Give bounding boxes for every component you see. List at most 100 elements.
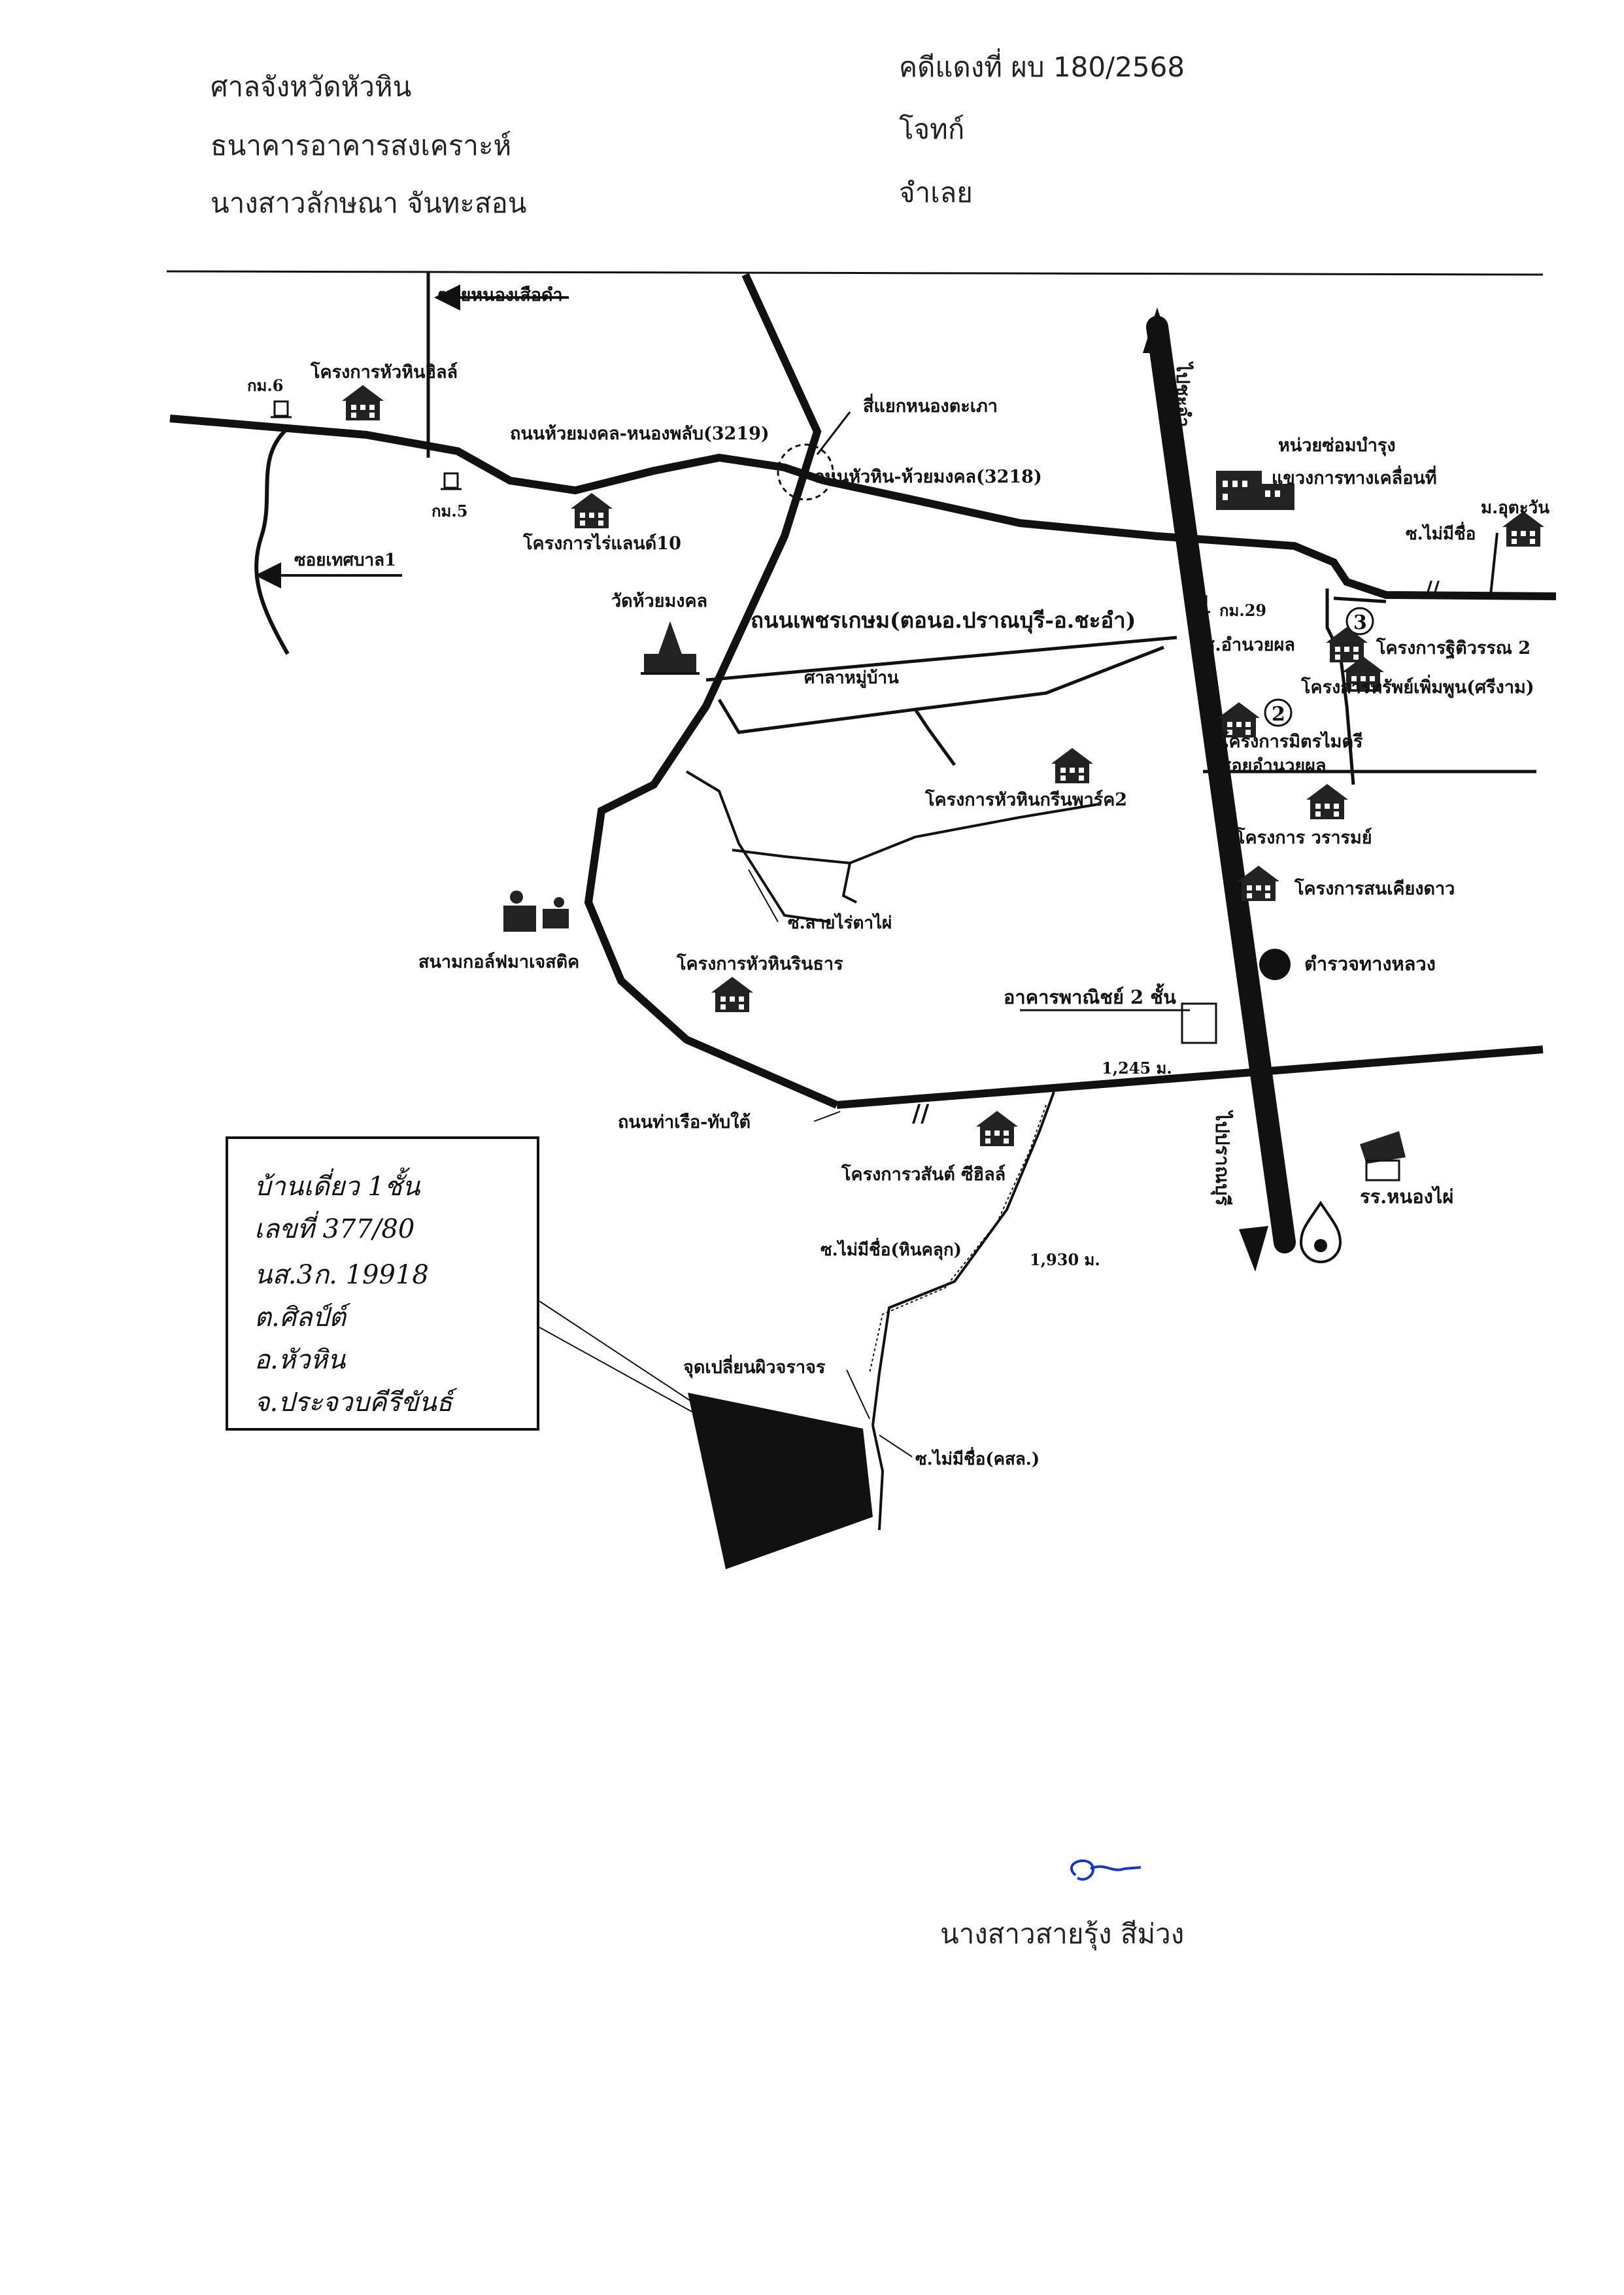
note-leader-2: [539, 1327, 694, 1413]
road-3219-label: ถนนห้วยมงคล-หนองพลับ(3219): [510, 424, 770, 444]
mit-maitri-soi-label: ซอยอำนวยผล: [1219, 756, 1327, 776]
moo-rising-sun-label: ม.อุตะวัน: [1481, 498, 1549, 518]
wasan-hills-label: โครงการวสันต์ ซีฮิลล์: [841, 1163, 1006, 1185]
distance-1930-line: [869, 1104, 1047, 1374]
road-3218-label: ถนนหัวหิน-ห้วยมงคล(3218): [814, 467, 1042, 487]
junction-leader: [816, 411, 851, 455]
right-inner-road-2: [1333, 596, 1387, 604]
plaintiff-name: ธนาคารอาคารสงเคราะห์: [211, 129, 512, 162]
waraporn-label: โครงการ วรารมย์: [1235, 826, 1372, 848]
soi-sai-rai-ta-phai-label: ซ.สายไร่ตาไผ่: [788, 912, 892, 933]
rai-land-10-label: โครงการไร่แลนด์10: [522, 532, 681, 554]
property-note-box: บ้านเดี่ยว 1ชั้น เลขที่ 377/80 นส.3ก. 19…: [226, 1136, 539, 1431]
distance-1245-line: [1053, 1072, 1230, 1086]
wasan-hills-house-icon: [976, 1111, 1018, 1146]
to-cha-am-label: ไปชะอำ: [1172, 361, 1194, 427]
soi-sai-rai-road-3: [841, 862, 857, 904]
mit-maitri-label: โครงการมิตรไมตรี: [1219, 730, 1363, 752]
school-drop-icon: [1299, 1200, 1342, 1263]
sap-phoemphun-label: โครงการทรัพย์เพิ่มพูน(ศรีงาม): [1300, 674, 1534, 698]
note-line-3: นส.3ก. 19918: [254, 1260, 429, 1290]
distance-1930-label: 1,930 ม.: [1030, 1250, 1100, 1269]
green-park-house-icon: [1051, 748, 1093, 783]
kasol-pointer: [879, 1435, 913, 1457]
tha-ruea-pointer: [813, 1111, 841, 1122]
soi-amnuay-phon-label: ซ.อำนวยผล: [1203, 635, 1295, 655]
shophouse-label: อาคารพาณิชย์ 2 ชั้น: [1004, 983, 1176, 1008]
phetkasem-road-label: ถนนเพชรเกษม(ตอนอ.ปราณบุรี-อ.ชะอำ): [751, 607, 1136, 634]
sai-rai-pointer: [748, 869, 779, 923]
court-name: ศาลจังหวัดหัวหิน: [211, 71, 412, 103]
soi-sai-rai-ta-phai-road: [685, 770, 831, 923]
phetkasem-highway: [1146, 316, 1296, 1253]
distance-1245-label: 1,245 ม.: [1102, 1059, 1172, 1078]
rin-than-house-icon: [711, 977, 753, 1012]
to-pranburi-label: ไปปราณบุรี: [1211, 1110, 1234, 1206]
golf-icon: [503, 891, 569, 932]
village-pavilion-label: ศาลาหมู่บ้าน: [804, 668, 899, 688]
road-break-mark-top: //: [1425, 577, 1440, 600]
note-line-1: บ้านเดี่ยว 1ชั้น: [254, 1172, 420, 1202]
km29-label: กม.29: [1219, 601, 1266, 620]
km5-post-icon: [439, 472, 463, 490]
soi-no-name-top-label: ซ.ไม่มีชื่อ: [1406, 521, 1476, 544]
defendant-label: จำเลย: [899, 177, 973, 209]
highways-unit-label-1: หน่วยซ่อมบำรุง: [1278, 435, 1396, 456]
circle-3-text: 3: [1353, 611, 1367, 634]
tha-ruea-road: [836, 1046, 1544, 1109]
map-top-border: [166, 270, 1544, 276]
surface-change-pointer: [846, 1369, 870, 1420]
highway-police-label: ตำรวจทางหลวง: [1304, 953, 1436, 975]
hua-hin-hills-label: โครงการหัวหินฮิลล์: [310, 361, 458, 382]
waraporn-house-icon: [1306, 784, 1348, 819]
highways-unit-label-2: แขวงการทางเคลื่อนที่: [1272, 465, 1437, 488]
defendant-name: นางสาวลักษณา จันทะสอน: [211, 187, 527, 219]
soi-thesaban1-label: ซอยเทศบาล1: [294, 551, 396, 570]
surface-change-label: จุดเปลี่ยนผิวจราจร: [683, 1354, 826, 1378]
phetkasem-label-line: [705, 636, 1177, 682]
circle-marker-2: [1264, 698, 1293, 727]
road-break-mark-bottom: //: [912, 1100, 930, 1127]
junction-nong-takao-label: สี่แยกหนองตะเภา: [863, 393, 998, 416]
tha-ruea-road-label: ถนนท่าเรือ-ทับใต้: [618, 1112, 751, 1132]
hua-hin-hills-house-icon: [342, 385, 384, 420]
hua-hin-rin-than-label: โครงการหัวหินรินธาร: [676, 953, 843, 974]
km5-label: กม.5: [431, 502, 467, 520]
soi-no-name-kasol-label: ซ.ไม่มีชื่อ(คสล.): [915, 1446, 1040, 1469]
temple-icon: [641, 621, 700, 675]
junction-nong-takao-circle: [777, 443, 834, 501]
school-building-icon: [1360, 1131, 1406, 1182]
rai-land-house-icon: [571, 493, 613, 528]
km6-post-icon: [269, 400, 293, 418]
circle-2-text: 2: [1272, 703, 1285, 726]
highways-unit-building-icon: [1216, 471, 1294, 510]
wat-huai-mongkol-label: วัดห้วยมงคล: [611, 591, 707, 611]
km6-label: กม.6: [247, 376, 283, 395]
majestic-golf-label: สนามกอล์ฟมาเจสติค: [418, 951, 579, 972]
shophouse-box: [1181, 1002, 1217, 1044]
soi-nong-suea-dam-label: ซอยหนองเสือดำ: [438, 285, 563, 305]
property-parcel: [688, 1393, 873, 1569]
note-line-4: ต.ศิลป์ต์: [254, 1302, 346, 1333]
soi-sai-rai-road-2: [732, 803, 1099, 865]
road-3219-3218: [169, 415, 1557, 600]
soi-no-name-top-road: [1489, 532, 1498, 596]
ruditwan-2-label: โครงการฐิติวรรณ 2: [1376, 637, 1531, 660]
to-cha-am-arrow: [1143, 307, 1172, 353]
kasol-road: [871, 1425, 885, 1531]
note-line-5: อ.หัวหิน: [254, 1345, 346, 1375]
pavilion-branch: [913, 708, 956, 766]
note-line-2: เลขที่ 377/80: [254, 1214, 415, 1244]
note-leader-1: [539, 1300, 694, 1403]
school-nong-phai-label: รร.หนองไผ่: [1360, 1185, 1453, 1208]
hua-hin-huai-mongkol-road: [584, 273, 839, 1109]
to-pranburi-arrow: [1239, 1226, 1268, 1272]
soi-hin-khlut-label: ซ.ไม่มีชื่อ(หินคลุก): [820, 1237, 962, 1261]
plaintiff-label: โจทก์: [899, 113, 965, 145]
circle-marker-3: [1345, 607, 1374, 636]
police-dot: [1259, 949, 1291, 980]
note-line-6: จ.ประจวบคีรีขันธ์: [254, 1387, 453, 1418]
soi-thesaban1-road: [254, 426, 290, 655]
signer-name: นางสาวสายรุ้ง สีม่วง: [940, 1918, 1185, 1950]
